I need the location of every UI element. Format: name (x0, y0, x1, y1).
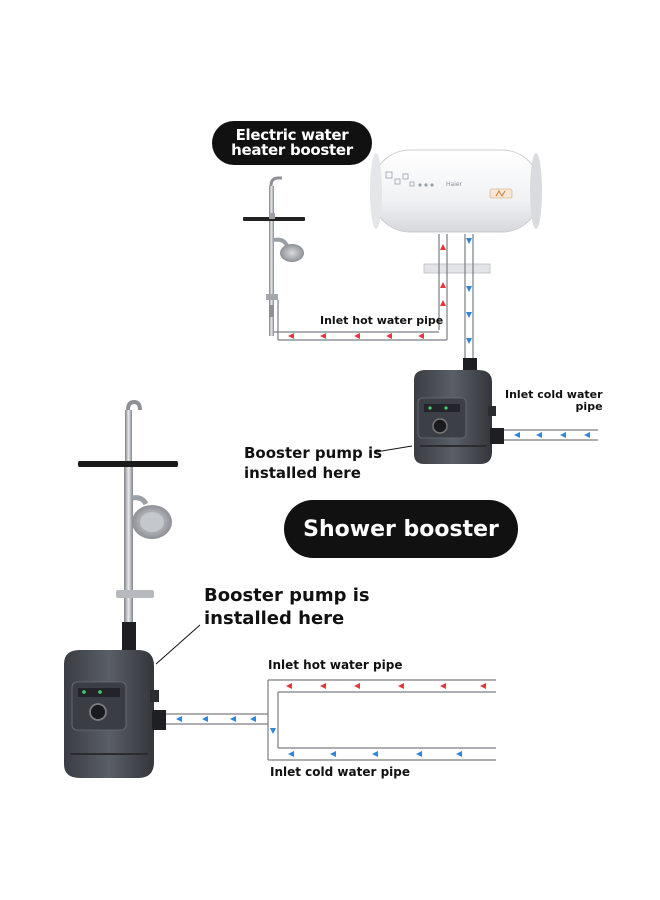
heater-decoration-icon (385, 171, 434, 187)
water-heater-tank (370, 149, 542, 233)
bottom-cold-pipe (166, 713, 496, 761)
top-hot-pipe (269, 260, 447, 341)
bottom-hot-pipe (267, 679, 496, 760)
shower-booster-title: Shower booster (284, 500, 518, 558)
top-booster-pump (414, 358, 504, 464)
bottom-shower-set (78, 399, 178, 652)
top-pump-note: Booster pump is installed here (244, 443, 382, 483)
heater-brand-label: Haier (446, 181, 463, 188)
bottom-pointer-line (155, 624, 201, 665)
bottom-pump-note-line2: installed here (204, 608, 345, 629)
bottom-booster-pump (64, 650, 166, 778)
top-shower-set (243, 176, 305, 336)
heater-hot-outlet-pipe (438, 234, 448, 340)
bottom-hot-pipe-label: Inlet hot water pipe (268, 658, 403, 672)
heater-cold-inlet-pipe (464, 234, 474, 360)
top-pump-note-line2: installed here (244, 464, 361, 482)
heater-booster-title-line1: Electric water (235, 126, 349, 144)
top-cold-pipe-label-line1: Inlet cold water (505, 388, 603, 401)
top-pump-note-line1: Booster pump is (244, 444, 383, 462)
top-hot-pipe-label: Inlet hot water pipe (320, 314, 444, 327)
top-cold-pipe (504, 429, 598, 441)
heater-booster-title-line2: heater booster (231, 141, 353, 159)
heater-booster-title: Electric water heater booster (212, 121, 372, 165)
top-pointer-line (375, 445, 413, 453)
bottom-cold-pipe-label: Inlet cold water pipe (270, 765, 410, 779)
heater-mount-bracket (423, 263, 491, 274)
top-cold-pipe-label-line2: pipe (575, 400, 603, 413)
bottom-pump-note-line1: Booster pump is (204, 585, 370, 606)
bottom-pump-note: Booster pump is installed here (204, 584, 370, 630)
top-cold-pipe-label: Inlet cold water pipe (505, 389, 603, 413)
